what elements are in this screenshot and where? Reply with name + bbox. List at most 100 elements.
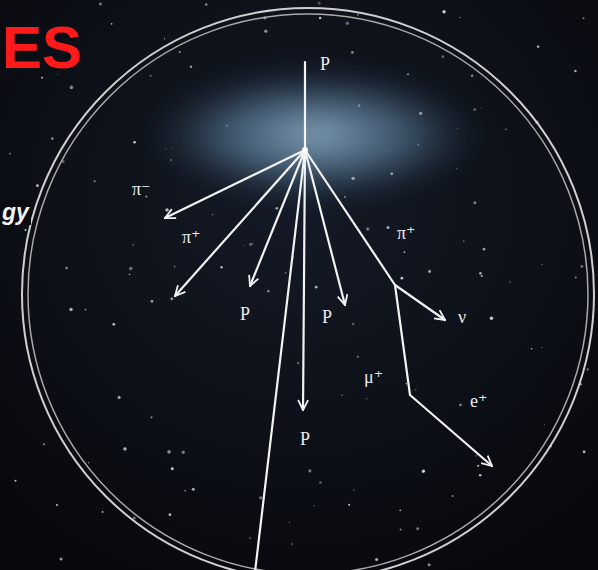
star [544, 424, 545, 425]
pion-plus-track [305, 150, 395, 285]
star [422, 469, 425, 472]
star [291, 543, 293, 545]
star [471, 75, 473, 77]
neutrino-track [395, 285, 445, 320]
star [99, 3, 102, 6]
star [132, 244, 134, 246]
star [574, 70, 577, 73]
star [133, 141, 136, 144]
star [399, 509, 401, 511]
star [267, 290, 270, 293]
particle-label: P [300, 430, 310, 450]
particle-label: μ⁺ [364, 368, 383, 388]
star [481, 107, 482, 108]
interaction-vertex [302, 147, 308, 153]
star [428, 563, 431, 566]
star [490, 317, 493, 320]
star [463, 241, 464, 242]
star [149, 74, 152, 77]
star [220, 266, 222, 268]
star [151, 300, 154, 303]
star [541, 347, 542, 348]
star [586, 368, 589, 371]
star [165, 208, 168, 211]
star [151, 416, 153, 418]
tracks [165, 62, 492, 570]
star [69, 308, 73, 312]
star [205, 3, 208, 6]
heading-fragment: ES [2, 18, 82, 78]
star [184, 490, 186, 492]
star [182, 451, 185, 454]
star [459, 17, 460, 18]
stars [2, 1, 589, 566]
star [401, 277, 404, 280]
star [174, 266, 175, 267]
star [133, 516, 136, 519]
star [285, 272, 286, 273]
star [249, 537, 251, 539]
star [170, 297, 173, 300]
star [24, 229, 26, 231]
star [190, 66, 193, 69]
star [111, 23, 113, 25]
chamber-ring-outer [22, 8, 594, 570]
particle-label: π⁻ [132, 180, 151, 200]
star [14, 480, 16, 482]
chamber-ring-inner [28, 14, 588, 570]
star [70, 86, 74, 90]
text-fragment: gy [0, 200, 31, 225]
star [123, 447, 126, 450]
star [85, 309, 87, 311]
star [477, 465, 479, 467]
particle-label: π⁺ [182, 228, 201, 248]
star [531, 348, 533, 350]
star [400, 528, 402, 530]
star [249, 243, 252, 246]
star [129, 274, 131, 276]
star [192, 488, 195, 491]
star [481, 275, 483, 277]
proton-track [250, 150, 305, 286]
star [351, 51, 354, 54]
star [416, 527, 419, 530]
star [275, 207, 278, 210]
star [346, 21, 349, 24]
star [479, 474, 482, 477]
star [289, 522, 290, 523]
particle-label: e⁺ [470, 392, 488, 412]
star [357, 14, 359, 16]
pion-plus-track [175, 150, 305, 296]
star [319, 17, 321, 19]
star [43, 443, 45, 445]
star [212, 214, 214, 216]
star [118, 396, 121, 399]
star [428, 270, 431, 273]
star [421, 470, 424, 473]
muon-track [395, 285, 410, 395]
star [442, 55, 445, 58]
star [366, 227, 369, 230]
star [167, 450, 171, 454]
star [352, 323, 355, 326]
star [259, 496, 262, 499]
star [404, 251, 406, 253]
star [112, 323, 115, 326]
star [473, 108, 476, 111]
star [415, 389, 417, 391]
star [348, 504, 350, 506]
star [94, 180, 96, 182]
star [357, 356, 359, 358]
star [509, 281, 511, 283]
star [474, 201, 477, 204]
star [580, 265, 583, 268]
star [88, 462, 89, 463]
star [342, 394, 343, 395]
star [366, 398, 367, 399]
star [459, 404, 462, 407]
star [541, 264, 542, 265]
star [36, 184, 39, 187]
pion-minus-track [165, 150, 305, 218]
